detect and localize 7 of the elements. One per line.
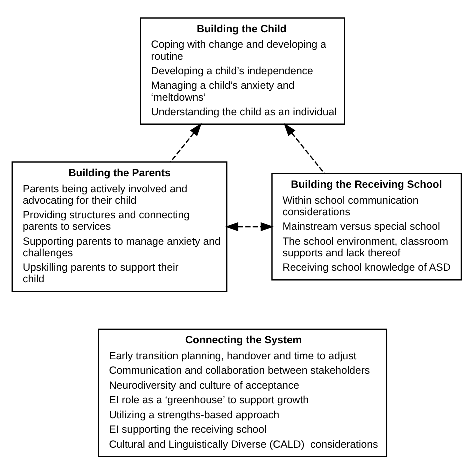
arrow: [225, 222, 274, 232]
node-box: Building the Receiving School Within school communication considerations Mainstream versus special school The school environment, classroom supports and lack thereof Receiving school knowledge of ASD: [272, 172, 462, 280]
arrow: [170, 122, 202, 162]
arrow: [284, 122, 326, 174]
node-box: Building the Child Coping with change and developing a routine Developing a child’s independence Managing a child’s anxiety and ‘meltdowns’ Understanding the child as an individual: [140, 17, 346, 125]
node-box: Connecting the System Early transition planning, handover and time to adjust Communication and collaboration between stakeholders Neurodiversity and culture of acceptance EI role as a ‘greenhouse’ to support growth Utilizing a strengths-based approach EI supporting the receiving school Cultural and Linguistically Diverse (CALD) considerations: [98, 328, 388, 457]
node-box: Building the Parents Parents being actively involved and advocating for their child Providing structures and connecting parents to services Supporting parents to manage anxiety and challenges Upskilling parents to support their child: [12, 161, 228, 292]
